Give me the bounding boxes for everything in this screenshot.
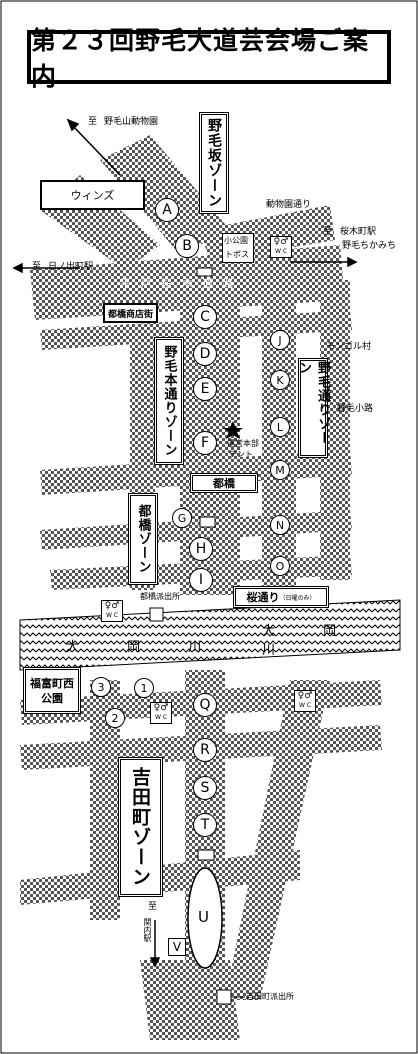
to-zoo-prefix: 至 <box>88 117 98 127</box>
point-f[interactable]: F <box>193 431 217 455</box>
to-sakuragicho-label: 桜木町駅 <box>340 227 377 237</box>
point-h[interactable]: H <box>189 537 213 561</box>
nogechikamichi-label: 野毛ちかみち <box>342 241 397 251</box>
yoshida-police-label: 吉田町派出所 <box>246 992 294 1001</box>
zone-miyako-label: 都橋ゾーン <box>135 504 151 574</box>
zoo-street-label: 動物園通り <box>266 200 312 210</box>
point-s[interactable]: S <box>193 776 217 800</box>
winds-label: ウィンズ <box>70 189 115 202</box>
hq-star-icon <box>223 421 243 439</box>
to-hinodecho-label: 日ノ出町駅 <box>48 262 94 272</box>
zone-fukutomi-label: 福富町西公園 <box>30 676 74 705</box>
point-m[interactable]: M <box>270 460 290 480</box>
zone-sakura-label: 桜通り <box>246 591 280 604</box>
point-2[interactable]: 2 <box>105 708 125 728</box>
zone-yoshida-label: 吉田町ゾーン <box>129 767 151 887</box>
police-box-label: 都橋派出所 <box>140 592 180 601</box>
point-j[interactable]: J <box>270 330 290 350</box>
topos-label: トポス <box>225 250 249 259</box>
zoo-road <box>100 135 230 255</box>
point-r[interactable]: R <box>193 738 217 762</box>
toilet-icon: ♀♂W C <box>270 236 292 258</box>
zone-yoshida: 吉田町ゾーン <box>118 757 163 897</box>
title-banner: 第２３回野毛大道芸会場ご案内 <box>27 26 391 91</box>
zone-noge-koji: 野毛通りゾーン <box>296 358 330 458</box>
river-label-left: 大 岡 川 <box>66 640 224 655</box>
page-title: 第２３回野毛大道芸会場ご案内 <box>31 26 370 91</box>
hq-line2: テント <box>229 450 253 459</box>
point-q[interactable]: Q <box>193 693 217 717</box>
point-c[interactable]: C <box>193 305 217 329</box>
zone-noge-hill-label: 野毛坂ゾーン <box>206 118 222 208</box>
toilet-icon: ♀♂W C <box>150 702 172 724</box>
point-b[interactable]: B <box>175 234 199 258</box>
to-zoo-label: 野毛山動物園 <box>104 117 159 127</box>
zone-noge-main: 野毛本通りゾーン <box>154 337 184 465</box>
to-hinodecho-prefix: 至 <box>32 262 42 272</box>
mongol-label: モンゴル村 <box>326 342 372 352</box>
point-g[interactable]: G <box>172 508 192 528</box>
point-n[interactable]: N <box>270 515 290 535</box>
small-park-label: 小公園 <box>224 236 248 245</box>
to-sakuragicho-prefix: 至 <box>323 227 333 237</box>
shop-assoc-box: 都橋商店街 <box>103 303 158 323</box>
to-kannai-prefix: 至 <box>148 902 158 912</box>
zone-noge-koji-label: 野毛通りゾーン <box>296 361 330 445</box>
noge-koji-label: 野毛小路 <box>337 404 374 414</box>
arrow-to-zoo <box>66 118 121 176</box>
small-park: 小公園 トポス <box>222 233 254 263</box>
zone-fukutomi: 福富町西公園 <box>23 667 81 714</box>
to-kannai-label: 関内駅 <box>143 918 152 942</box>
point-e[interactable]: E <box>193 377 217 401</box>
miyakobashi-box: 都橋 <box>190 473 258 493</box>
point-v[interactable]: V <box>168 938 186 956</box>
zone-noge-main-label: 野毛本通りゾーン <box>161 345 177 457</box>
zone-noge-hill: 野毛坂ゾーン <box>199 112 229 214</box>
zone-sakura-sub: （日曜のみ） <box>279 594 316 602</box>
zone-sakura: 桜通り （日曜のみ） <box>233 586 329 608</box>
hq-line1: 運営本部 <box>227 439 259 448</box>
point-d[interactable]: D <box>193 342 217 366</box>
point-u[interactable]: U <box>198 908 209 926</box>
main-street-label: 平 戸 桜 木 道 路 <box>120 277 237 290</box>
zone-miyako: 都橋ゾーン <box>128 493 158 585</box>
arrow-to-kannai <box>149 920 161 968</box>
point-i[interactable]: I <box>189 568 213 592</box>
point-t[interactable]: T <box>193 813 217 837</box>
point-1[interactable]: 1 <box>134 678 154 698</box>
shop-assoc-label: 都橋商店街 <box>107 309 153 320</box>
point-u-area <box>187 867 223 969</box>
toilet-icon: ♀♂W C <box>294 690 316 712</box>
point-o[interactable]: O <box>270 556 290 576</box>
point-3[interactable]: 3 <box>91 677 111 697</box>
arrow-to-sakuragicho <box>290 256 358 268</box>
point-a[interactable]: A <box>155 198 179 222</box>
miyakobashi-label: 都橋 <box>213 477 235 490</box>
arrow-to-hinodecho <box>12 262 80 274</box>
winds-box: ウィンズ <box>40 180 145 210</box>
toilet-icon: ♀♂W C <box>101 600 123 622</box>
point-k[interactable]: K <box>270 370 290 390</box>
river-label-right: 大 岡 川 <box>262 624 359 658</box>
point-l[interactable]: L <box>270 417 290 437</box>
